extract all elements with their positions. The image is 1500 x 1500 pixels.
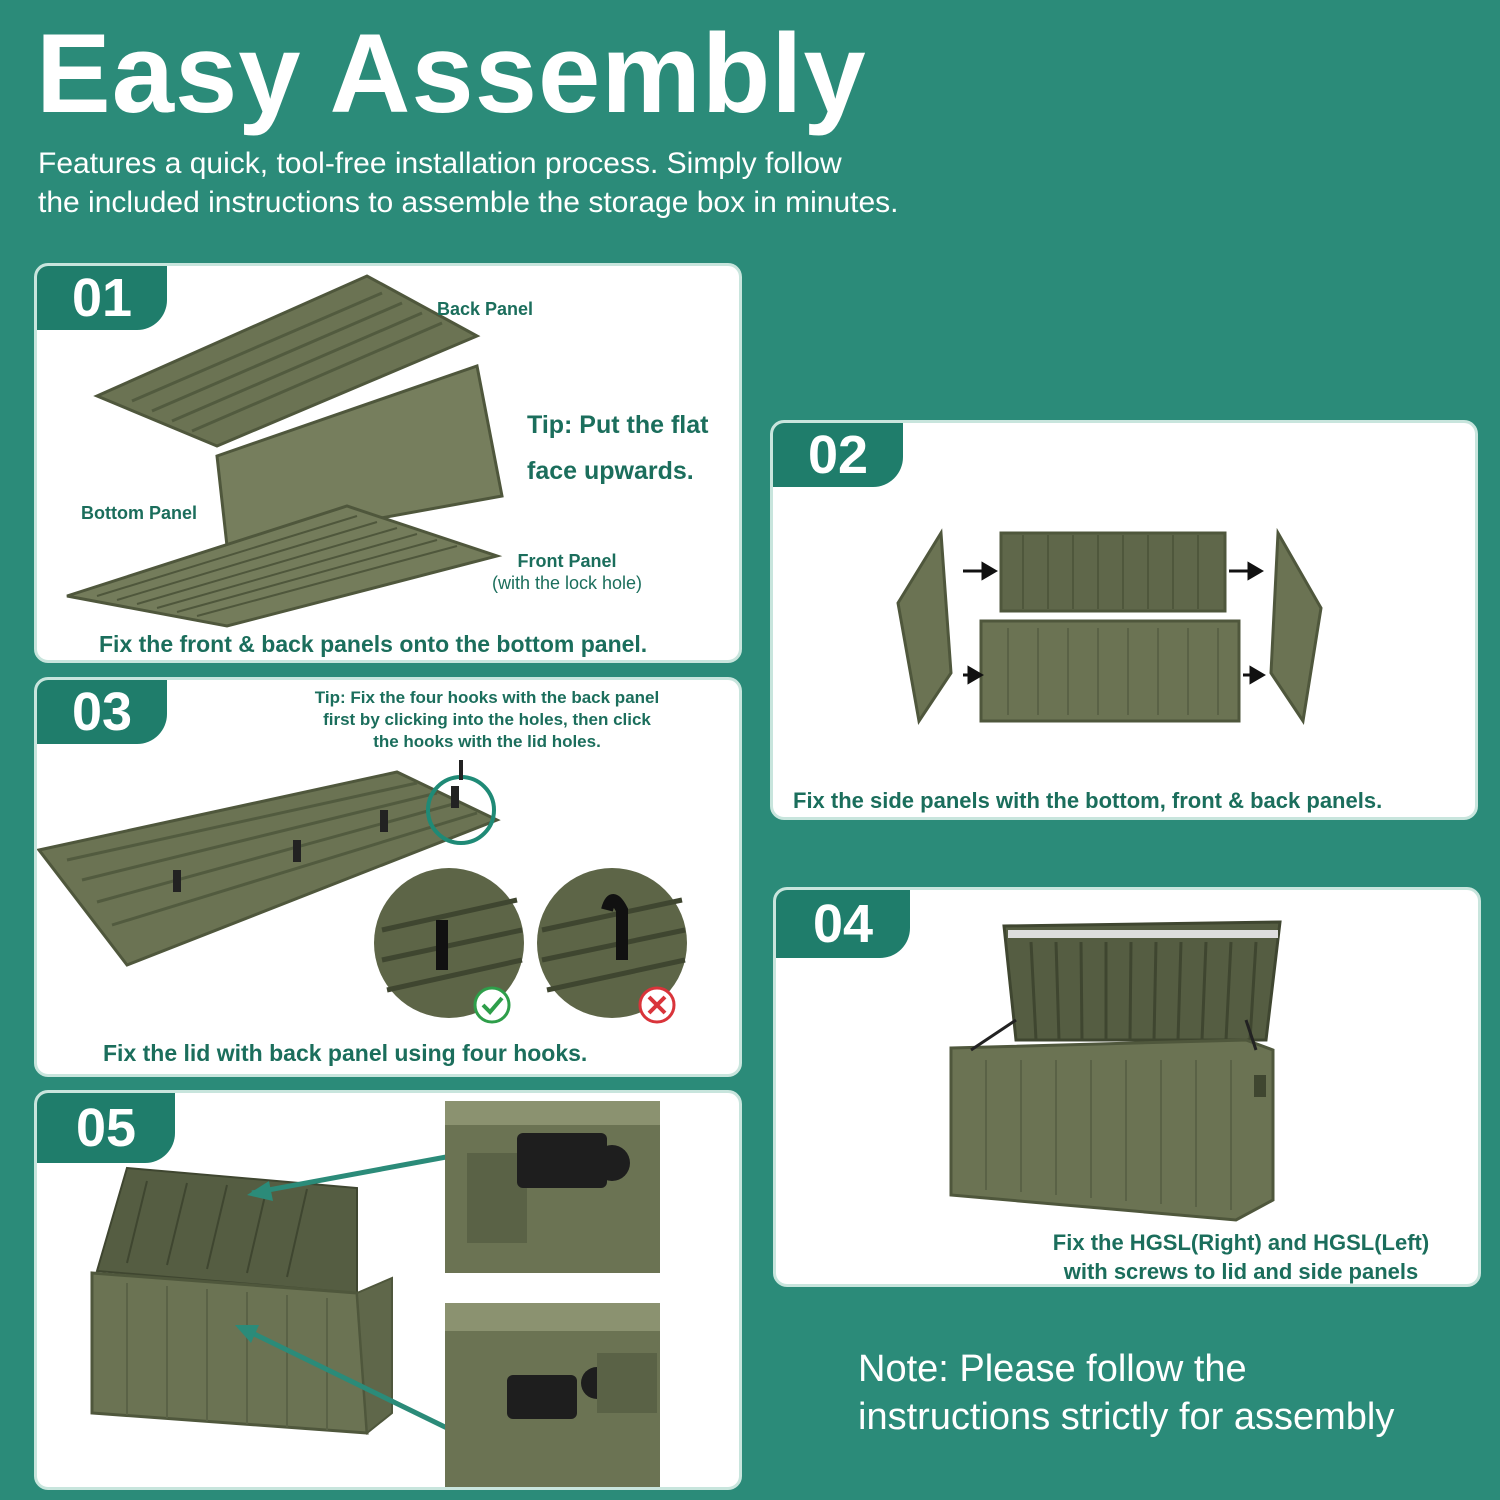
step-03-card: 03 Tip: Fix the four hooks with the back… (34, 677, 742, 1077)
step-03-tip-line-3: the hooks with the lid holes. (373, 732, 601, 751)
step-01-tip-line-1: Tip: Put the flat (527, 411, 709, 439)
page-title: Easy Assembly (36, 11, 867, 136)
label-front-panel: Front Panel (with the lock hole) (477, 550, 657, 594)
step-01-caption: Fix the front & back panels onto the bot… (99, 631, 648, 657)
step-05-badge: 05 (37, 1093, 175, 1163)
label-back-panel: Back Panel (437, 299, 534, 319)
step-03-badge: 03 (37, 680, 167, 744)
hook-icon (173, 786, 459, 892)
step-02-badge: 02 (773, 423, 903, 487)
check-circle-icon (473, 986, 511, 1024)
arrow-right-icon (963, 561, 1266, 685)
cross-circle-icon (638, 986, 676, 1024)
note-line-2: instructions strictly for assembly (858, 1396, 1395, 1438)
label-front-panel-text: Front Panel (517, 551, 617, 571)
step-02-card: 02 Fix the side panels with the b (770, 420, 1478, 820)
subtitle-line-1: Features a quick, tool-free installation… (38, 147, 842, 180)
step-03-tip-line-1: Tip: Fix the four hooks with the back pa… (314, 688, 660, 707)
subtitle-line-2: the included instructions to assemble th… (38, 186, 899, 219)
step-04-caption: Fix the HGSL(Right) and HGSL(Left) with … (1011, 1228, 1471, 1284)
step-02-side-panels-illustration (896, 527, 1323, 726)
step-04-badge: 04 (776, 890, 910, 958)
assembly-note: Note: Please follow the instructions str… (858, 1345, 1394, 1441)
label-front-panel-note: (with the lock hole) (491, 573, 643, 593)
step-03-lid-illustration (37, 760, 687, 1024)
step-03-tip-line-2: first by clicking into the holes, then c… (323, 710, 651, 729)
step-02-caption: Fix the side panels with the bottom, fro… (793, 788, 1383, 813)
step-01-panels-illustration (66, 274, 504, 628)
note-line-1: Note: Please follow the (858, 1348, 1247, 1390)
step-04-card: 04 Fix the HGSL(Right) and HGSL(Left) wi… (773, 887, 1481, 1287)
page-subtitle: Features a quick, tool-free installation… (38, 144, 1138, 222)
step-01-tip-line-2: face upwards. (527, 457, 694, 485)
step-01-card: 01 Back Panel Bottom Panel Front Panel (… (34, 263, 742, 663)
step-04-caption-line-1: Fix the HGSL(Right) and HGSL(Left) (1052, 1230, 1430, 1255)
step-05-hinge-illustration (90, 1101, 660, 1487)
step-04-box-illustration (949, 920, 1282, 1222)
label-bottom-panel: Bottom Panel (81, 503, 198, 523)
step-04-caption-line-2: with screws to lid and side panels (1063, 1259, 1419, 1284)
step-01-tip: Tip: Put the flat face upwards. (527, 402, 708, 494)
step-03-tip: Tip: Fix the four hooks with the back pa… (277, 687, 697, 753)
step-01-badge: 01 (37, 266, 167, 330)
step-05-card: 05 (34, 1090, 742, 1490)
step-03-caption: Fix the lid with back panel using four h… (103, 1040, 588, 1066)
